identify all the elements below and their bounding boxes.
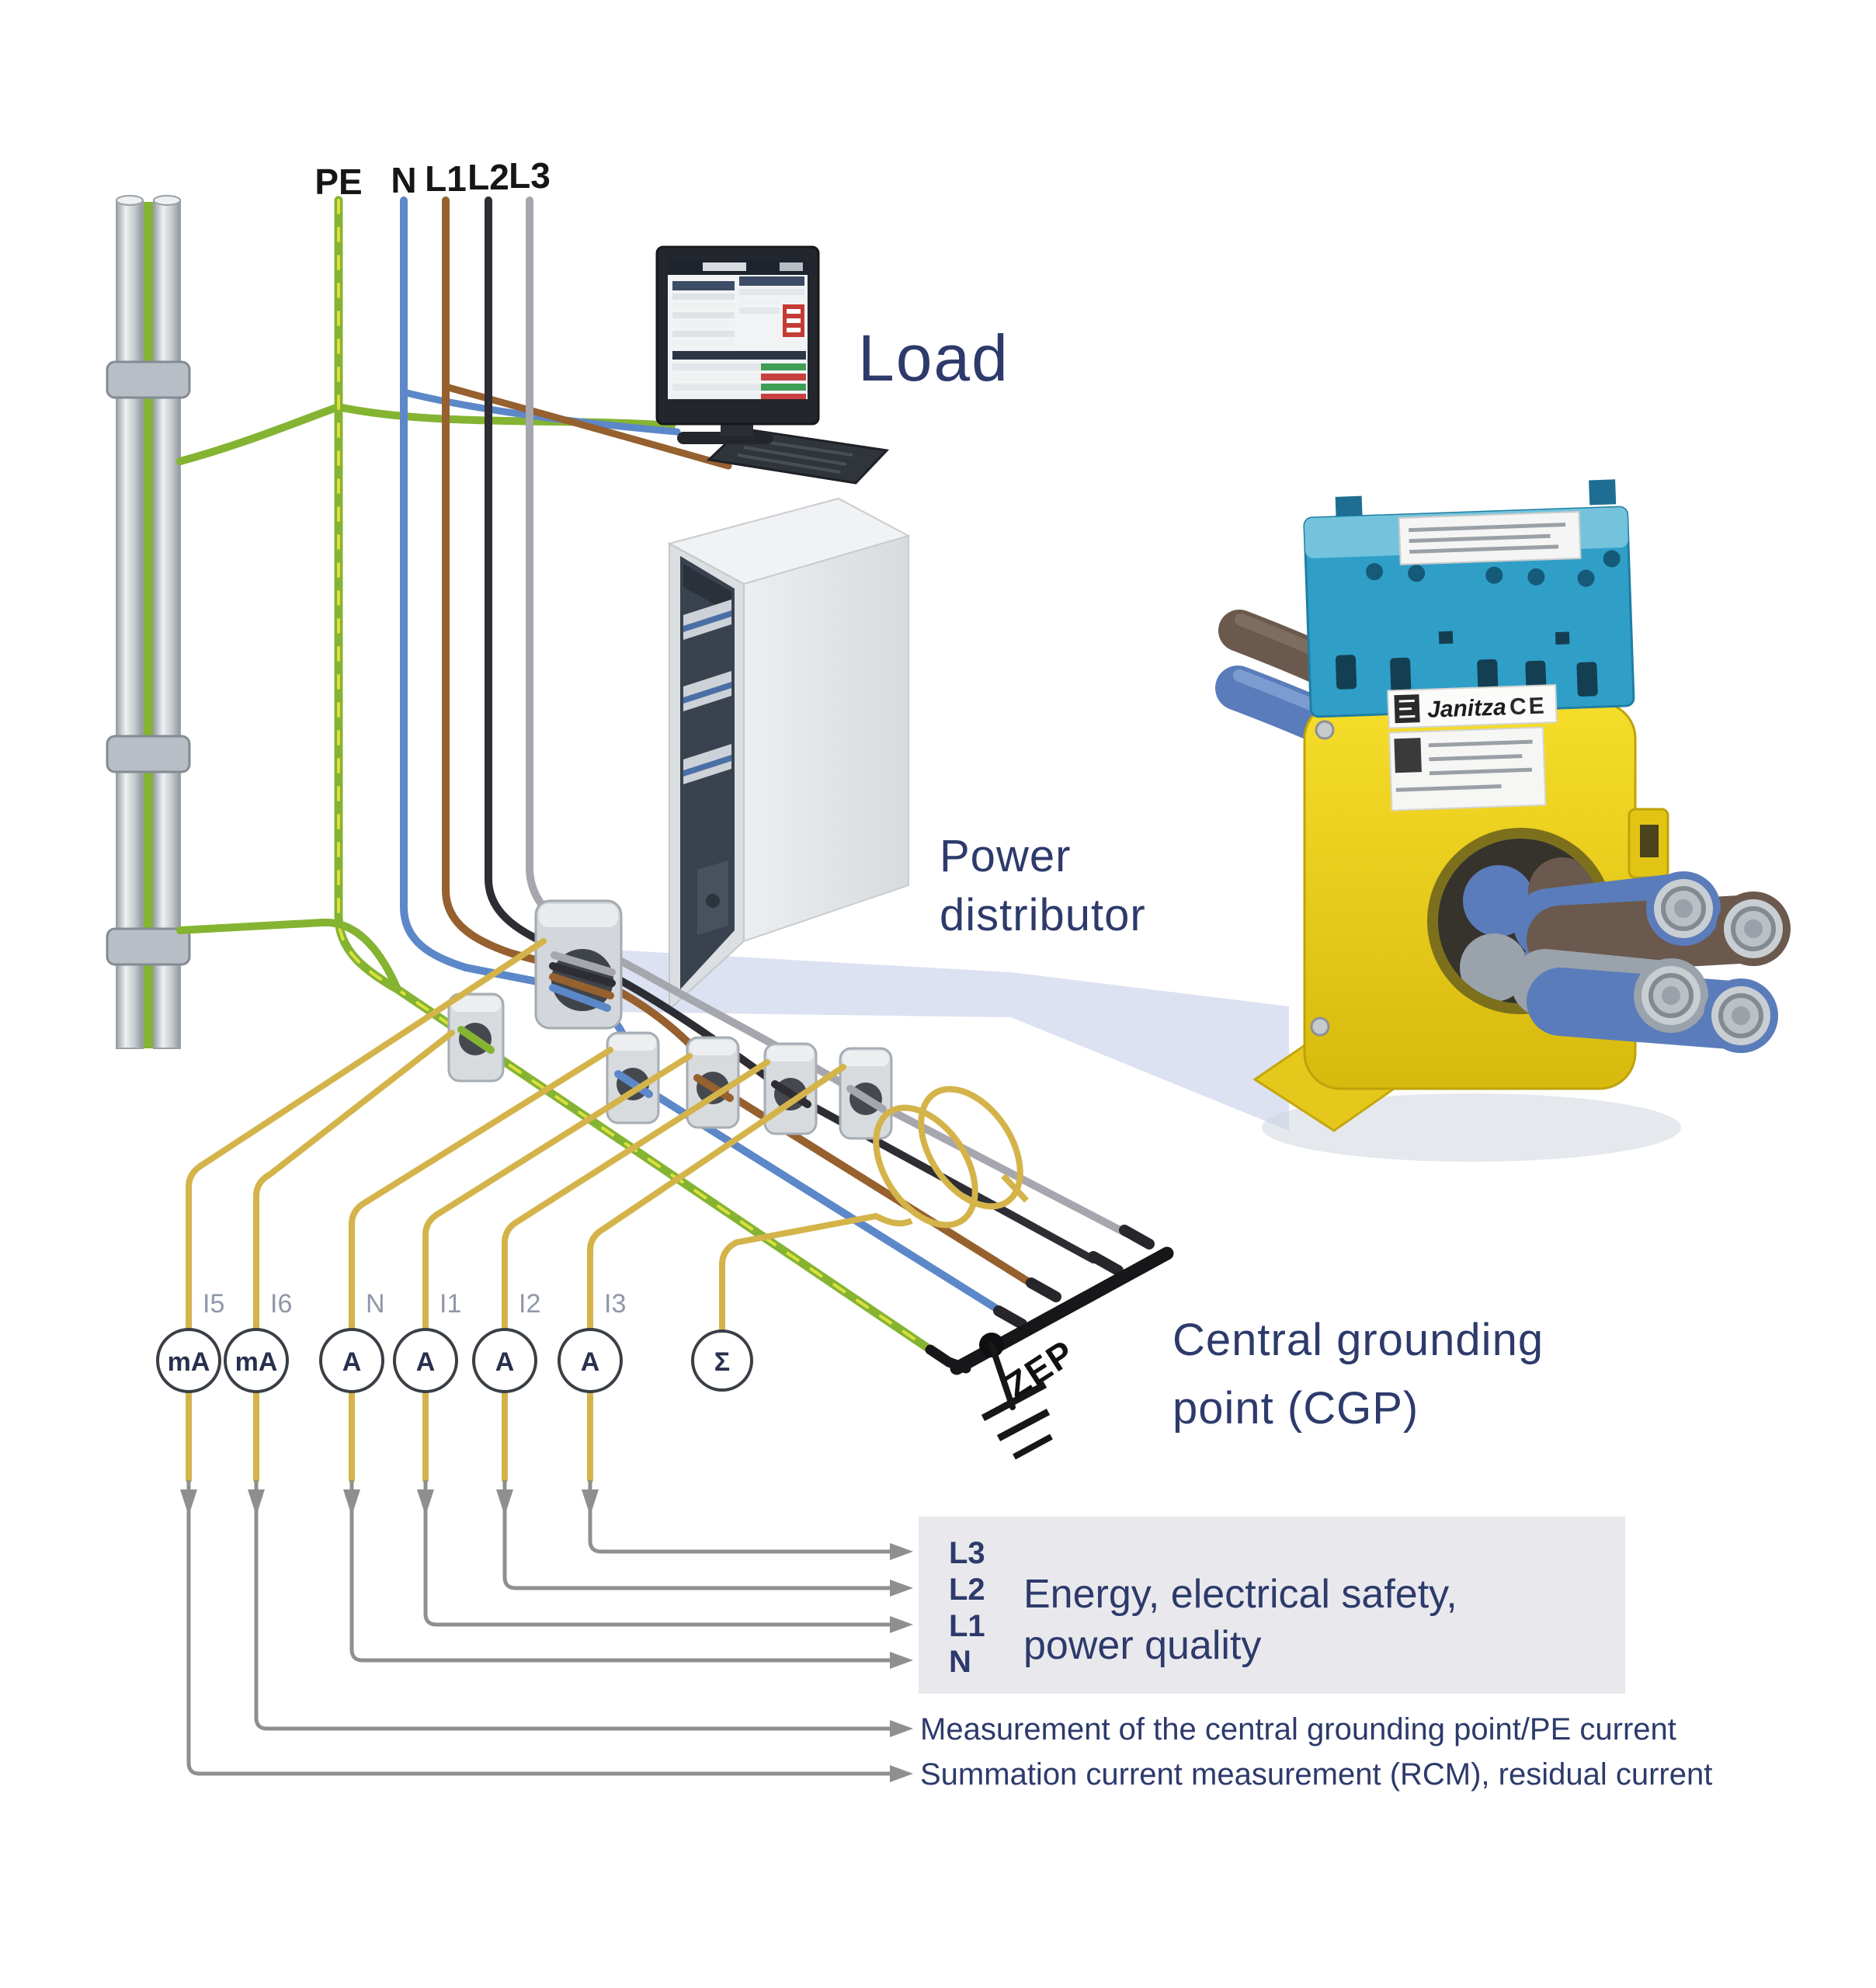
- measurement-wires: [186, 938, 1029, 1333]
- load-title: Load: [858, 321, 1009, 394]
- cgp-busbar: ZEP: [925, 1225, 1174, 1460]
- brand-name: Janitza: [1427, 694, 1507, 723]
- wire-label-l2: L2: [467, 157, 509, 197]
- cable-end-3: [1634, 958, 1708, 1033]
- legend-row-l1: L1: [949, 1609, 985, 1643]
- ground-lead: [988, 1342, 1016, 1410]
- legend-row-n: N: [949, 1645, 971, 1679]
- ct-photo: Janitza CE: [1215, 479, 1791, 1162]
- svg-text:mA: mA: [235, 1347, 278, 1377]
- photo-terminal-block: [1303, 479, 1635, 718]
- legend-line-2: power quality: [1023, 1623, 1261, 1668]
- meter-i6: [224, 1328, 289, 1393]
- svg-text:A: A: [495, 1347, 515, 1377]
- svg-text:mA: mA: [168, 1347, 210, 1377]
- legend-line-1: Energy, electrical safety,: [1023, 1572, 1457, 1617]
- arrow-heads: [180, 1489, 913, 1782]
- cgp-title-line2: point (CGP): [1172, 1383, 1419, 1434]
- meter-label-i2: I2: [519, 1289, 540, 1319]
- ct-clamp-pe: [447, 992, 505, 1083]
- svg-text:Σ: Σ: [714, 1347, 730, 1377]
- meter-label-n: N: [366, 1289, 385, 1319]
- wire-label-l3: L3: [509, 155, 551, 196]
- l1-wire-to-load: [442, 383, 732, 470]
- load-workstation: [655, 245, 890, 485]
- n-wire-to-load: [400, 388, 681, 436]
- ct-clamps: [447, 899, 893, 1140]
- legend-box: L3 L2 L1 N Energy, electrical safety, po…: [919, 1517, 1625, 1694]
- wire-label-n: N: [391, 160, 416, 200]
- top-wire-labels: PE N L1 L2 L3: [314, 155, 551, 202]
- power-distributor-cabinet: [667, 497, 911, 1012]
- meter-label-i1: I1: [439, 1289, 461, 1319]
- meter-sigma: [691, 1329, 753, 1392]
- wire-label-pe: PE: [314, 162, 362, 202]
- ct-clamp-l3: [839, 1047, 893, 1140]
- photo-cables-out: [1511, 871, 1791, 1053]
- ce-mark: CE: [1509, 693, 1547, 720]
- ground-symbol: [981, 1382, 1053, 1460]
- riser-pe-wire: [143, 202, 154, 1048]
- riser-pipe-right: [153, 200, 181, 1049]
- wire-i6: [253, 1030, 455, 1333]
- svg-text:A: A: [581, 1347, 600, 1377]
- meter-label-i5: I5: [203, 1289, 224, 1319]
- legend-row-l2: L2: [949, 1573, 985, 1607]
- zoom-beam: [544, 946, 1289, 1131]
- riser-pipe-left: [116, 200, 144, 1049]
- photo-brand-strip: Janitza CE: [1387, 684, 1558, 812]
- note-pe-current: Measurement of the central grounding poi…: [920, 1712, 1676, 1746]
- cable-end-4: [1704, 978, 1778, 1053]
- wire-i2: [502, 1059, 770, 1333]
- wire-label-l1: L1: [425, 158, 467, 199]
- wire-n: [349, 1047, 613, 1333]
- meter-i3: [558, 1328, 623, 1393]
- power-title-line1: Power: [940, 831, 1071, 881]
- meter-label-i3: I3: [604, 1289, 626, 1319]
- meter-i1: [393, 1328, 458, 1393]
- pe-branch-top: [176, 403, 342, 465]
- wire-i3: [587, 1064, 846, 1333]
- wire-i1: [422, 1053, 693, 1333]
- summation-coil: [873, 1086, 1029, 1229]
- legend-row-l3: L3: [949, 1536, 985, 1570]
- meter-i2: [472, 1328, 537, 1393]
- note-rcm: Summation current measurement (RCM), res…: [920, 1757, 1712, 1792]
- signal-arrows: [186, 1480, 890, 1776]
- wire-sigma: [719, 1213, 879, 1333]
- riser-clamps: [106, 360, 191, 966]
- svg-text:A: A: [416, 1347, 436, 1377]
- pe-branch-bottom: [176, 918, 401, 993]
- meter-row: I5 I6 N I1 I2 I3 mA mA A A A A Σ: [156, 1289, 753, 1483]
- meter-i5: [156, 1328, 221, 1393]
- svg-text:A: A: [342, 1347, 362, 1377]
- meter-label-i6: I6: [270, 1289, 292, 1319]
- pe-wire-to-load: [335, 403, 676, 429]
- l3-wire: [526, 196, 1130, 1237]
- cable-end-2: [1716, 891, 1791, 966]
- meter-n: [319, 1328, 384, 1393]
- power-title-line2: distributor: [940, 890, 1146, 940]
- building-riser: [106, 195, 191, 1049]
- ct-clamp-rcm: [534, 899, 623, 1030]
- cgp-title-line1: Central grounding: [1172, 1315, 1544, 1365]
- cable-end-1: [1646, 871, 1721, 946]
- wire-i5: [186, 938, 547, 1333]
